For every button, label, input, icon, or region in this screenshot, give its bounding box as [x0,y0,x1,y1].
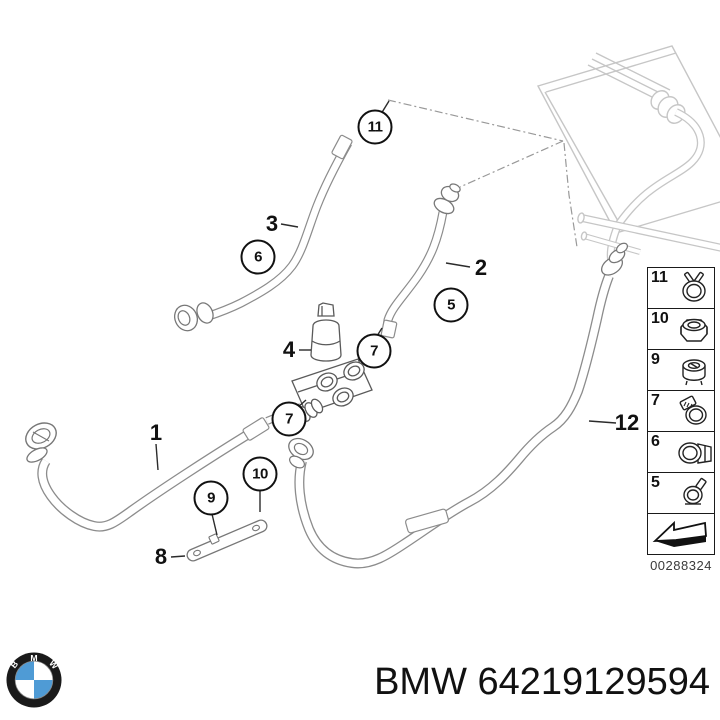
hose-diagram-drawing [25,45,720,569]
hex-nut-icon [680,318,708,342]
legend-item-number: 7 [651,392,660,409]
part-number: 64219129594 [477,661,710,703]
brand-name: BMW [374,661,467,703]
legend-item-10: 10 [648,309,714,350]
callout-9: 9 [193,480,229,516]
callout-2: 2 [474,255,488,280]
bracket-clip [208,533,220,545]
logo-letter-m: M [30,653,37,663]
pipe-clip-icon [683,477,707,505]
heater-core-assembly [536,45,720,260]
spring-clamp-icon [682,271,706,302]
legend-item-11: 11 [648,268,714,309]
hose-1-sleeve [242,417,270,441]
bracket-8 [186,519,268,562]
legend-item-5: 5 [648,473,714,514]
callout-12: 12 [614,410,640,435]
callout-6: 6 [240,239,276,275]
hose-3-sleeve [331,134,353,160]
callout-3: 3 [265,211,279,236]
part-title: BMW 64219129594 [374,661,710,704]
callout-7b: 7 [271,401,307,437]
hose-2-sleeve [380,319,398,339]
holder-clip-icon [678,442,712,464]
legend-item-number: 10 [651,310,669,327]
water-hose-3 [173,134,353,332]
callout-7a: 7 [356,333,392,369]
legend-item-number: 5 [651,474,660,491]
hose-12-sleeve [404,508,450,534]
callout-11: 11 [357,109,393,145]
worm-clamp-icon [679,395,707,425]
legend-item-7: 7 [648,391,714,432]
reference-lines [387,99,578,248]
grommet-icon [682,359,706,386]
legend-item-number: 11 [651,269,668,286]
callout-5: 5 [433,287,469,323]
callout-8: 8 [154,544,168,569]
legend-direction-cell [648,514,714,554]
callout-1: 1 [149,420,163,445]
water-hose-12 [288,242,629,569]
legend-item-9: 9 [648,350,714,391]
diagram-code: 00288324 [650,558,712,573]
water-hose-2 [380,183,461,339]
callout-10: 10 [242,456,278,492]
callout-4: 4 [282,337,296,362]
legend-item-number: 9 [651,351,660,368]
fasteners-legend-panel: 11 10 9 [647,267,715,555]
legend-item-number: 6 [651,433,660,450]
logo-letter-b: B [8,659,20,670]
legend-item-6: 6 [648,432,714,473]
direction-arrow-icon [652,520,707,547]
bmw-roundel-logo: B M W [6,652,62,708]
changeover-valve-4 [291,302,373,422]
